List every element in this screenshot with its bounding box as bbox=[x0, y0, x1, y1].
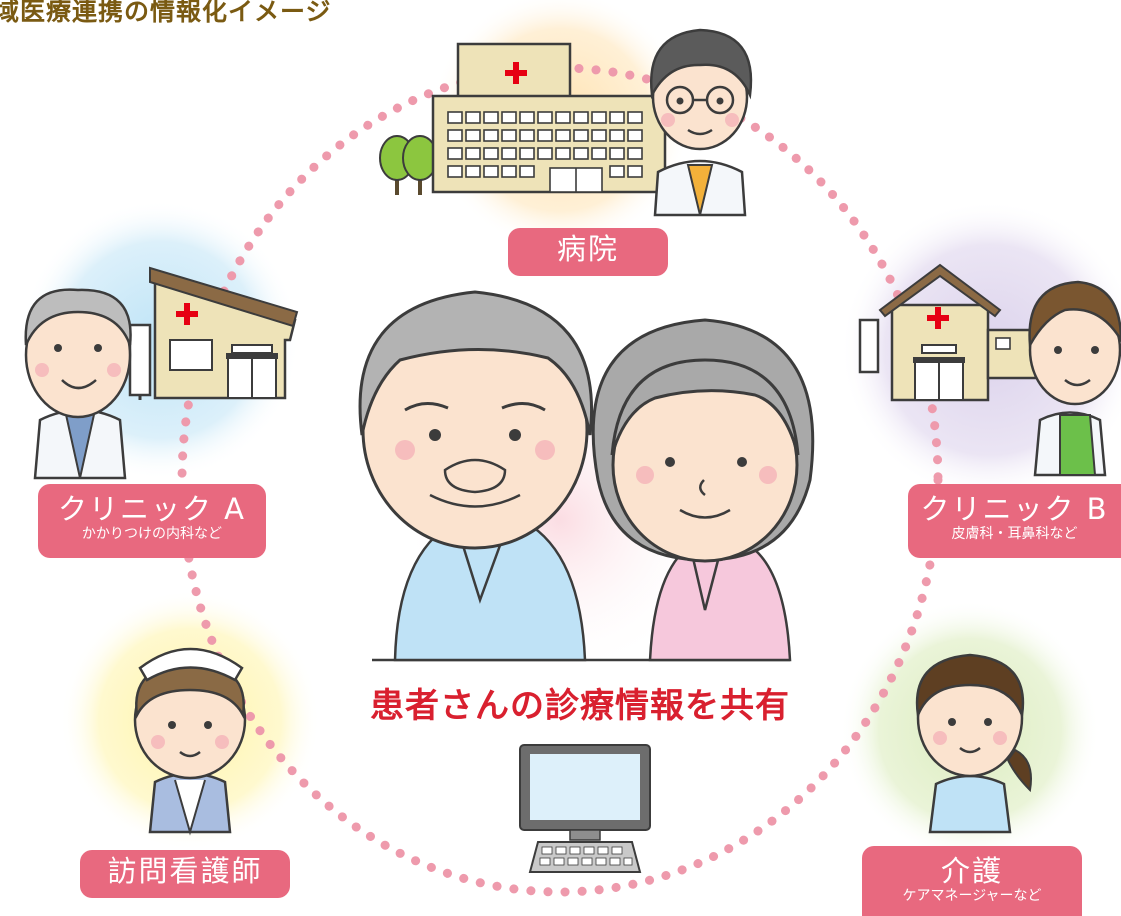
clinic-b-sublabel: 皮膚科・耳鼻科など bbox=[951, 526, 1078, 542]
clinic-a-illustration bbox=[24, 266, 299, 480]
doctor-icon bbox=[649, 28, 753, 217]
nurse-label-text: 訪問看護師 bbox=[107, 854, 263, 888]
hospital-label-text: 病院 bbox=[556, 232, 619, 266]
care-label-text: 介護 bbox=[940, 854, 1003, 888]
elderly-man-icon bbox=[358, 290, 593, 662]
clinic-b-label-text: クリニック B bbox=[920, 492, 1109, 526]
shared-info-caption: 患者さんの診療情報を共有 bbox=[370, 686, 790, 726]
computer-icon bbox=[519, 744, 651, 873]
clinic-building-icon bbox=[128, 266, 299, 400]
clinic-b-label: クリニック B 皮膚科・耳鼻科など bbox=[908, 484, 1121, 558]
care-worker-illustration bbox=[915, 653, 1032, 834]
elderly-woman-icon bbox=[591, 318, 815, 662]
clinic-a-label: クリニック A かかりつけの内科など bbox=[38, 484, 266, 558]
tree-icon bbox=[379, 135, 438, 195]
nurse-illustration bbox=[133, 647, 247, 836]
hospital-illustration bbox=[379, 28, 753, 217]
care-label: 介護 ケアマネージャーなど bbox=[862, 846, 1082, 916]
patients-illustration bbox=[358, 290, 815, 662]
care-sublabel: ケアマネージャーなど bbox=[902, 888, 1042, 904]
doctor-icon bbox=[1028, 280, 1121, 477]
hospital-label: 病院 bbox=[508, 228, 668, 276]
diagram-title: 域医療連携の情報化イメージ bbox=[0, 0, 332, 26]
clinic-b-illustration bbox=[858, 263, 1121, 477]
clinic-a-label-text: クリニック A bbox=[57, 492, 247, 526]
hospital-building-icon bbox=[431, 42, 667, 194]
doctor-icon bbox=[24, 288, 132, 480]
clinic-a-sublabel: かかりつけの内科など bbox=[81, 526, 223, 542]
nurse-label: 訪問看護師 bbox=[80, 850, 290, 898]
